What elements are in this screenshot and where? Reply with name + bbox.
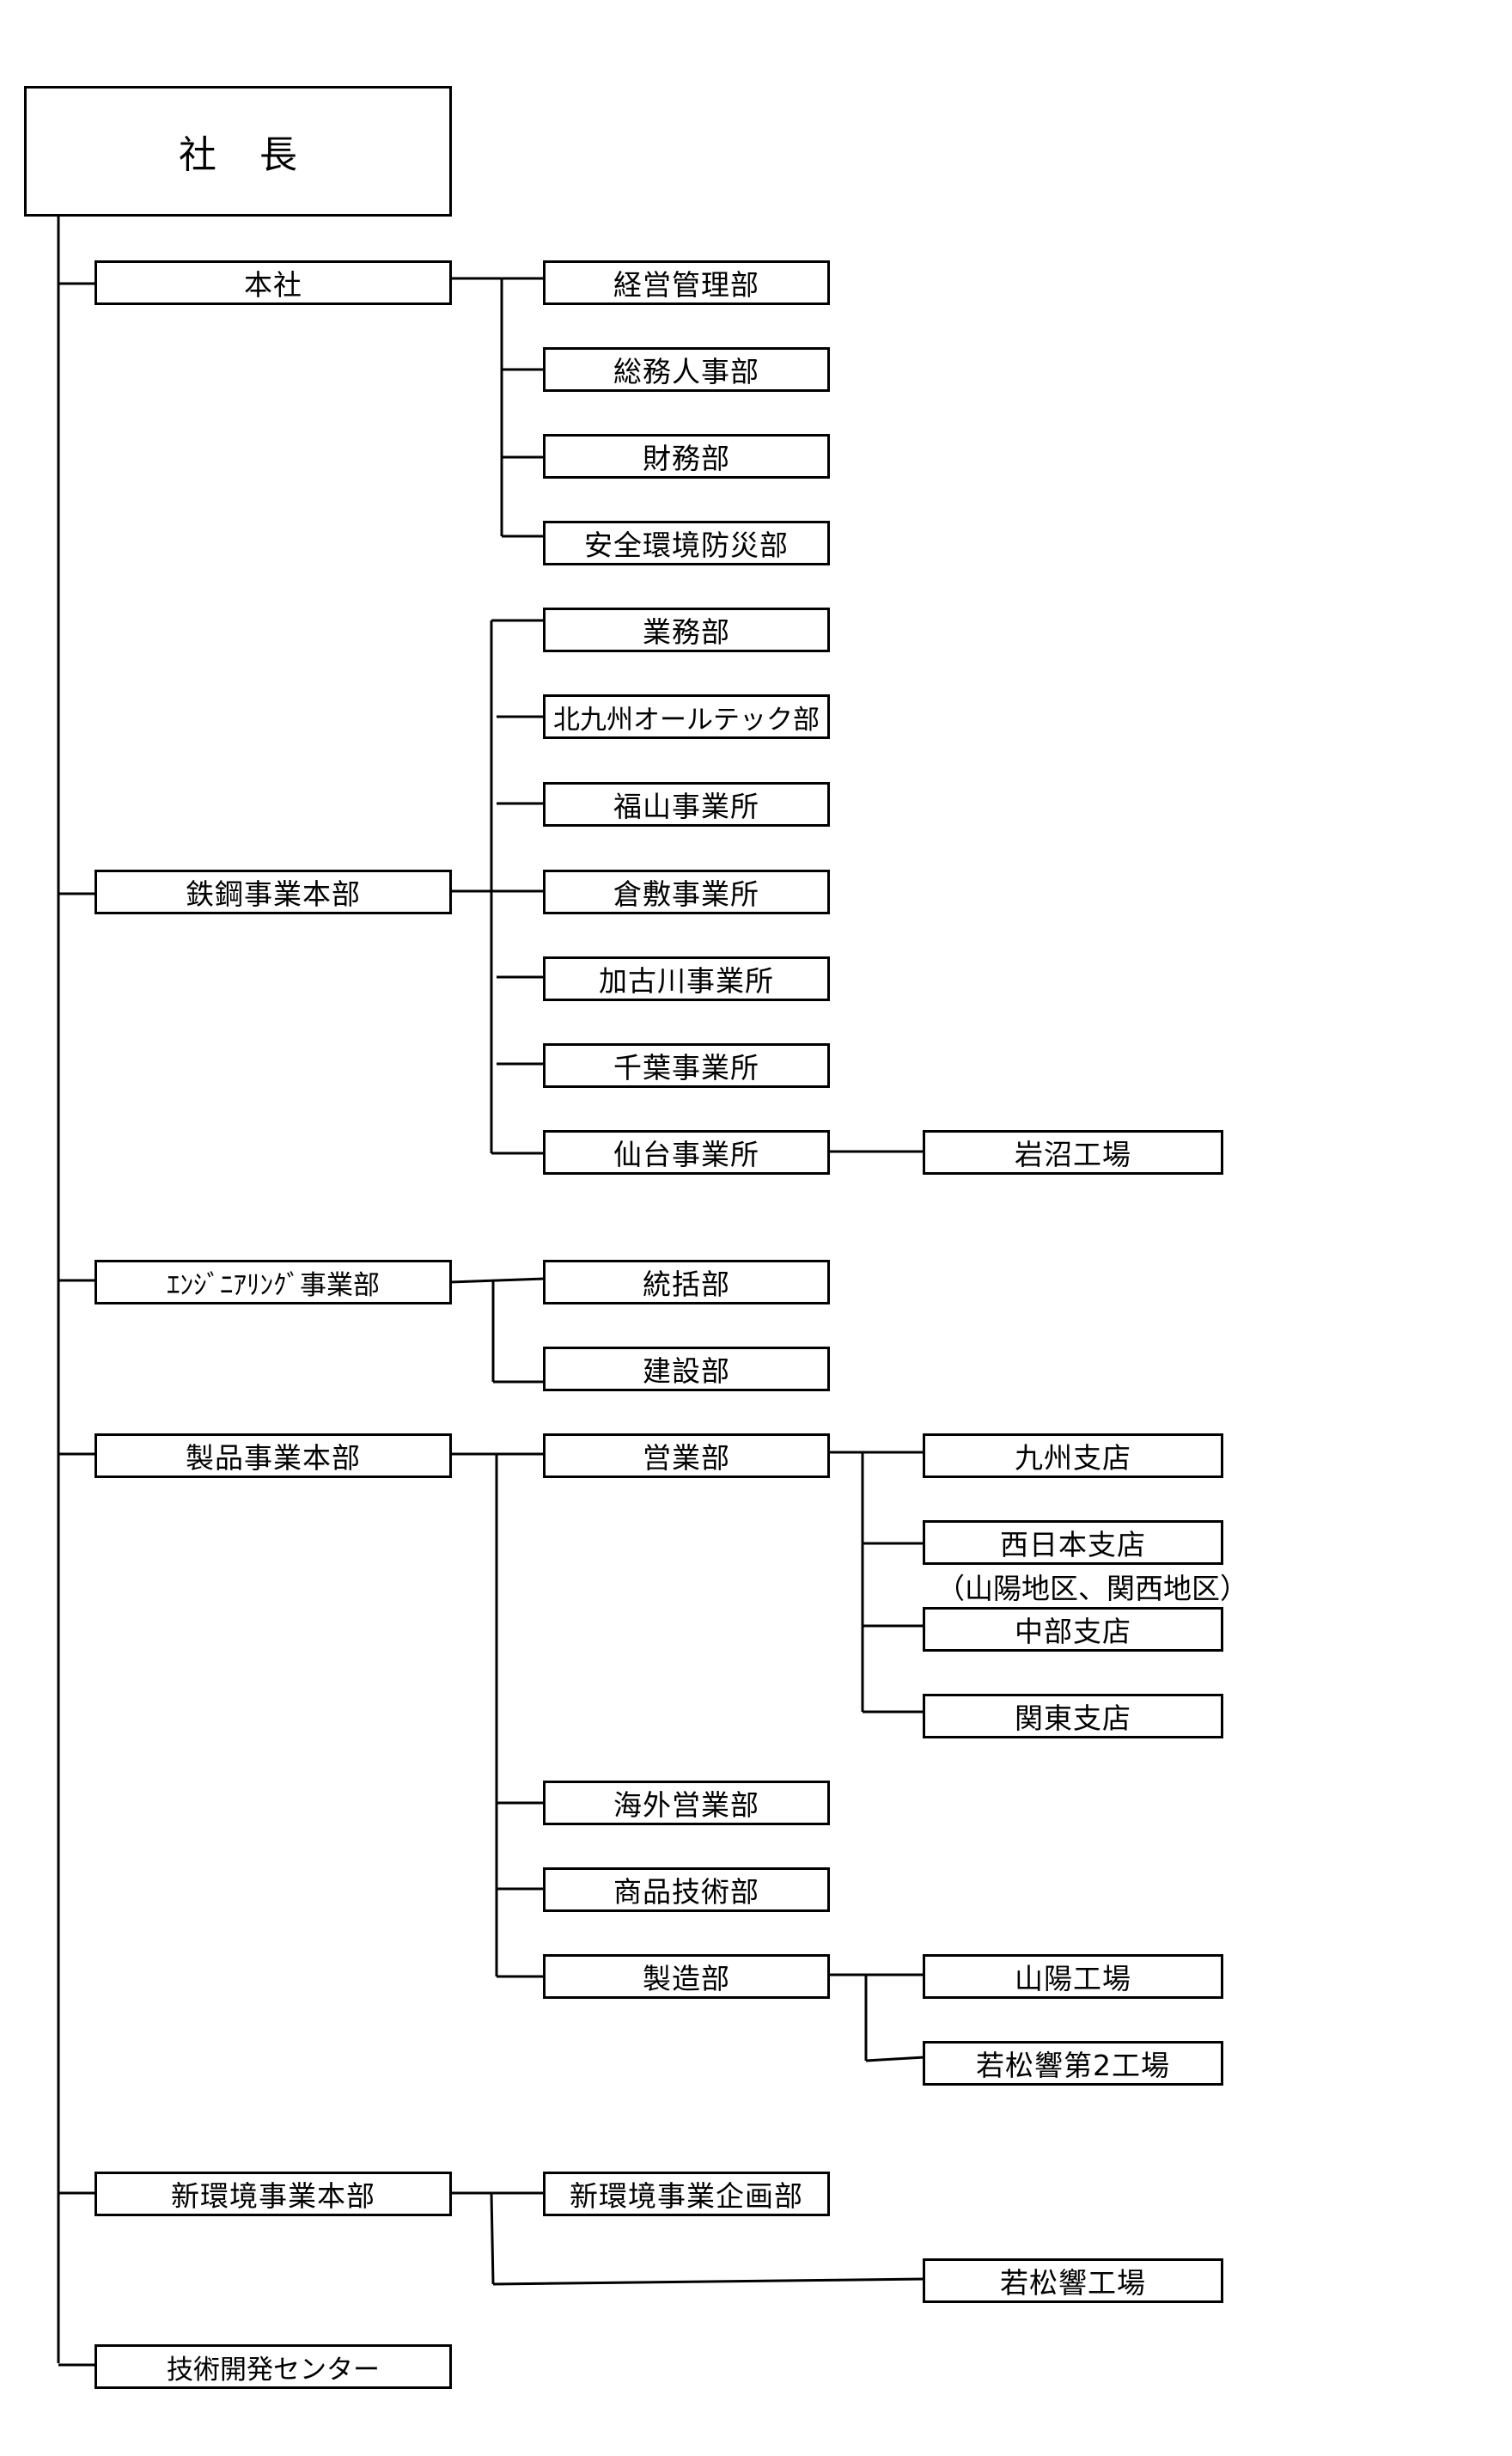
office-sendai: 仙台事業所 [543, 1130, 830, 1175]
plant-wakamatsu-hibiki-2: 若松響第2工場 [923, 2041, 1223, 2086]
office-chiba: 千葉事業所 [543, 1043, 830, 1088]
dept-eigyo: 営業部 [543, 1433, 830, 1478]
steel-division-box: 鉄鋼事業本部 [94, 870, 452, 914]
rnd-center-box: 技術開発センター [94, 2344, 452, 2389]
branch-nishi-nihon: 西日本支店 [923, 1520, 1223, 1565]
new-env-division-box: 新環境事業本部 [94, 2172, 452, 2216]
dept-zaimu: 財務部 [543, 434, 830, 479]
engineering-division-box: ｴﾝｼﾞﾆｱﾘﾝｸﾞ事業部 [94, 1260, 452, 1304]
plant-iwanuma: 岩沼工場 [923, 1130, 1223, 1175]
office-kakogawa: 加古川事業所 [543, 956, 830, 1001]
dept-kaigai-eigyo: 海外営業部 [543, 1781, 830, 1825]
branch-nishi-nihon-note: （山陽地区、関西地区） [936, 1572, 1248, 1605]
branch-kyushu: 九州支店 [923, 1433, 1223, 1478]
dept-gyomu: 業務部 [543, 608, 830, 652]
office-fukuyama: 福山事業所 [543, 782, 830, 827]
branch-chubu: 中部支店 [923, 1607, 1223, 1652]
plant-wakamatsu-hibiki: 若松響工場 [923, 2258, 1223, 2303]
dept-somu-jinji: 総務人事部 [543, 347, 830, 392]
dept-anzen-kankyo-bosai: 安全環境防災部 [543, 521, 830, 565]
office-kurashiki: 倉敷事業所 [543, 870, 830, 914]
plant-sanyo: 山陽工場 [923, 1954, 1223, 1999]
dept-keiei-kanri: 経営管理部 [543, 260, 830, 305]
products-division-box: 製品事業本部 [94, 1433, 452, 1478]
dept-kitakyushu-alltech: 北九州オールテック部 [543, 694, 830, 739]
dept-kensetsu: 建設部 [543, 1347, 830, 1391]
dept-shohin-gijutsu: 商品技術部 [543, 1867, 830, 1912]
branch-kanto: 関東支店 [923, 1694, 1223, 1738]
honsha-box: 本社 [94, 260, 452, 305]
dept-new-env-planning: 新環境事業企画部 [543, 2172, 830, 2216]
president-box: 社長 [24, 86, 452, 217]
dept-seizo: 製造部 [543, 1954, 830, 1999]
dept-tokatsu: 統括部 [543, 1260, 830, 1304]
